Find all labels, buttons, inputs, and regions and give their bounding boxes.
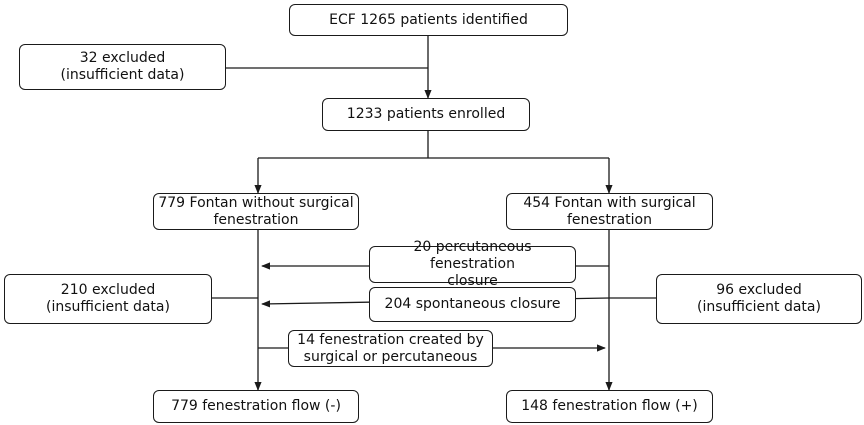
box-with-fenestration: 454 Fontan with surgical fenestration [506, 193, 713, 230]
box-percutaneous-closure: 20 percutaneous fenestration closure [369, 239, 576, 289]
box-fenestration-created: 14 fenestration created by surgical or p… [288, 330, 493, 367]
with-fen-text: 454 Fontan with surgical fenestration [523, 194, 696, 228]
identified-text: ECF 1265 patients identified [329, 11, 528, 28]
box-enrolled: 1233 patients enrolled [322, 98, 530, 131]
perc-closure-text: 20 percutaneous fenestration closure [413, 239, 532, 289]
box-without-fenestration: 779 Fontan without surgical fenestration [153, 193, 359, 230]
box-flow-negative: 779 fenestration flow (-) [153, 390, 359, 423]
created-text: 14 fenestration created by surgical or p… [297, 331, 484, 365]
excluded-left-text: 210 excluded (insufficient data) [46, 282, 170, 315]
box-flow-positive: 148 fenestration flow (+) [506, 390, 713, 423]
spont-closure-text: 204 spontaneous closure [384, 296, 561, 312]
excluded-top-text: 32 excluded (insufficient data) [60, 50, 185, 83]
enrolled-text: 1233 patients enrolled [346, 106, 506, 122]
without-fen-text: 779 Fontan without surgical fenestration [158, 194, 354, 228]
excluded-right-text: 96 excluded (insufficient data) [697, 282, 821, 315]
box-excluded-left: 210 excluded (insufficient data) [4, 274, 212, 324]
flow-pos-text: 148 fenestration flow (+) [521, 398, 698, 414]
flow-neg-text: 779 fenestration flow (-) [171, 398, 341, 414]
box-excluded-top: 32 excluded (insufficient data) [19, 44, 226, 90]
box-identified: ECF 1265 patients identified [289, 4, 568, 36]
box-excluded-right: 96 excluded (insufficient data) [656, 274, 862, 324]
box-spontaneous-closure: 204 spontaneous closure [369, 287, 576, 322]
